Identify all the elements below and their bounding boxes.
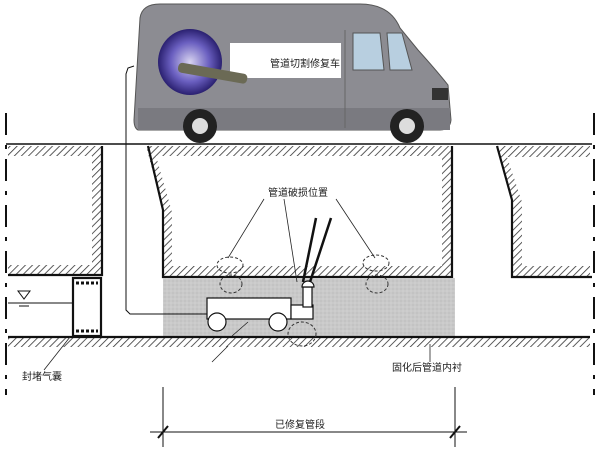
left-block-outline bbox=[8, 146, 104, 277]
water-level-icon bbox=[8, 290, 73, 307]
left-pipe-crown bbox=[8, 265, 102, 275]
right-block-outline bbox=[495, 145, 592, 279]
damage-label: 管道破损位置 bbox=[268, 186, 328, 199]
soil-top-left bbox=[8, 146, 102, 156]
dimension-repaired-section bbox=[150, 387, 467, 447]
repaired-section-label: 已修复管段 bbox=[275, 418, 325, 431]
middle-block-inner bbox=[156, 156, 442, 266]
control-cable bbox=[125, 65, 207, 315]
plug-bladder bbox=[71, 276, 103, 338]
repair-van bbox=[133, 3, 452, 143]
left-manhole-wall bbox=[92, 146, 102, 276]
middle-block-outline bbox=[146, 145, 454, 279]
plug-bladder-label: 封堵气囊 bbox=[22, 370, 62, 383]
pipe-invert-soil bbox=[8, 337, 590, 347]
van-label: 管道切割修复车 bbox=[270, 57, 340, 70]
right-block-inner bbox=[507, 157, 590, 266]
cured-liner-label: 固化后管道内衬 bbox=[392, 361, 462, 374]
damage-leaders bbox=[43, 198, 431, 371]
cutting-robot bbox=[206, 217, 333, 332]
hose-reel bbox=[158, 29, 222, 95]
van-sign-panel bbox=[230, 43, 341, 78]
damage-markers bbox=[216, 254, 390, 347]
